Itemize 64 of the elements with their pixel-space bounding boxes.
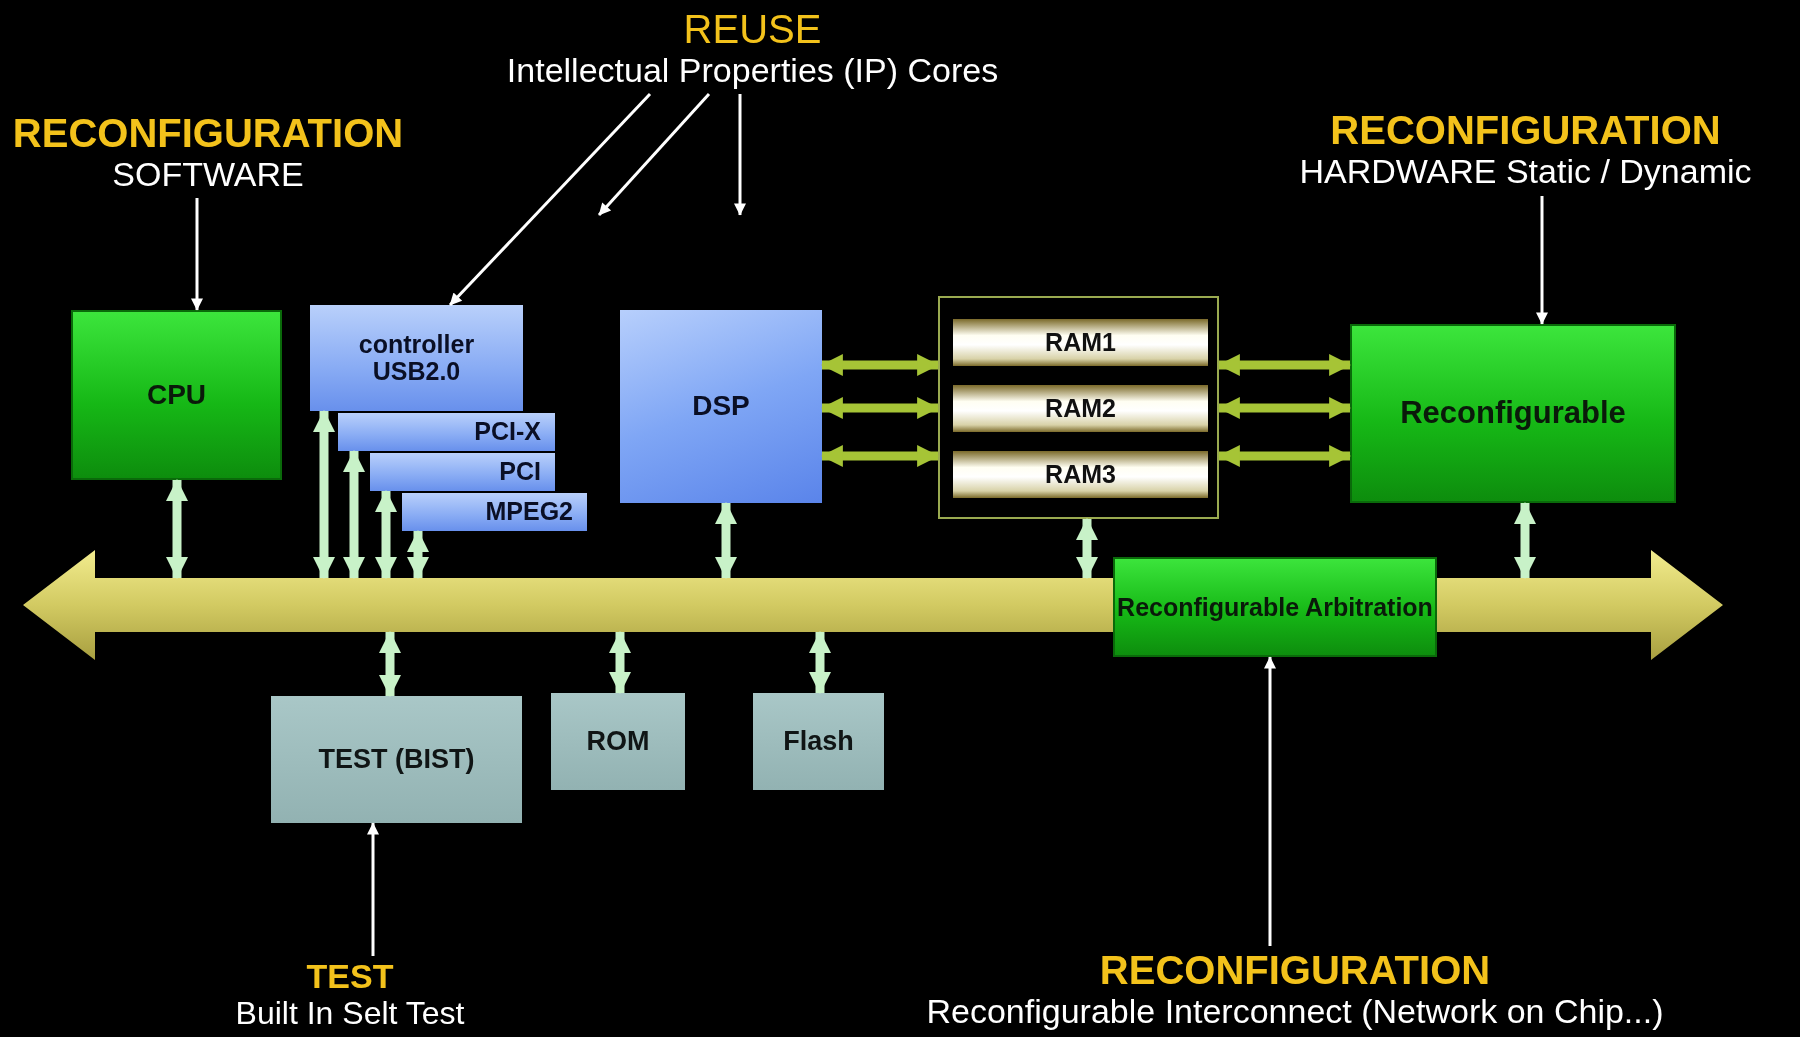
box-label: PCI: [499, 458, 541, 486]
arrow: [609, 630, 631, 695]
arrow: [166, 478, 188, 580]
box-label: Reconfigurable Arbitration: [1117, 593, 1433, 621]
box-label: DSP: [692, 391, 750, 422]
arrow: [1217, 354, 1352, 376]
box-label: RAM2: [1045, 394, 1116, 423]
arrow: [809, 630, 831, 695]
process-box: [71, 310, 282, 480]
arrow: [375, 489, 397, 580]
box-label: PCI-X: [474, 418, 541, 446]
box-label: controller USB2.0: [357, 330, 476, 386]
heading: RECONFIGURATION: [1330, 108, 1721, 153]
ip-core-card: [370, 453, 555, 491]
system-bus: [23, 550, 1723, 660]
arrow: [407, 529, 429, 580]
arrow: [191, 198, 203, 311]
box-label: RAM1: [1045, 328, 1116, 357]
process-box: [1113, 557, 1437, 657]
memory-bar: [953, 385, 1208, 432]
ip-core-card: [402, 493, 587, 531]
arrow: [379, 630, 401, 698]
arrow: [820, 354, 940, 376]
box-label: Reconfigurable: [1400, 396, 1626, 431]
heading: RECONFIGURATION: [1099, 948, 1491, 993]
memory-box: [551, 693, 685, 790]
subheading: HARDWARE Static / Dynamic: [1299, 152, 1752, 192]
arrow: [343, 449, 365, 580]
arrow: [1536, 196, 1548, 325]
ip-core-card: [338, 413, 555, 451]
memory-group-box: [938, 296, 1219, 519]
arrow: [734, 94, 746, 216]
subheading: Intellectual Properties (IP) Cores: [506, 51, 999, 91]
ip-core-card: [310, 305, 523, 411]
memory-box: [753, 693, 884, 790]
process-box: [1350, 324, 1676, 503]
arrow: [1264, 656, 1276, 946]
arrow: [367, 822, 379, 956]
subheading: Reconfigurable Interconnect (Network on Chip...): [926, 992, 1664, 1032]
arrow: [715, 501, 737, 580]
memory-bar: [953, 451, 1208, 498]
subheading: SOFTWARE: [112, 155, 304, 195]
box-label: CPU: [146, 379, 207, 411]
arrow: [1514, 501, 1536, 580]
arrow: [597, 93, 711, 216]
arrow: [313, 409, 335, 580]
box-label: ROM: [586, 726, 650, 757]
arrow: [820, 445, 940, 467]
process-box: [620, 310, 822, 503]
arrow: [820, 397, 940, 419]
box-label: TEST (BIST): [318, 744, 475, 775]
arrow: [1217, 397, 1352, 419]
heading: REUSE: [683, 7, 822, 52]
memory-bar: [953, 319, 1208, 366]
subheading: Built In Selt Test: [235, 995, 465, 1033]
heading: RECONFIGURATION: [12, 111, 404, 156]
arrow: [1076, 517, 1098, 580]
arrow: [448, 92, 652, 307]
box-label: Flash: [783, 726, 854, 757]
heading: TEST: [306, 957, 394, 996]
box-label: MPEG2: [485, 498, 573, 526]
arrow: [1217, 445, 1352, 467]
box-label: RAM3: [1045, 460, 1116, 489]
memory-box: [271, 696, 522, 823]
